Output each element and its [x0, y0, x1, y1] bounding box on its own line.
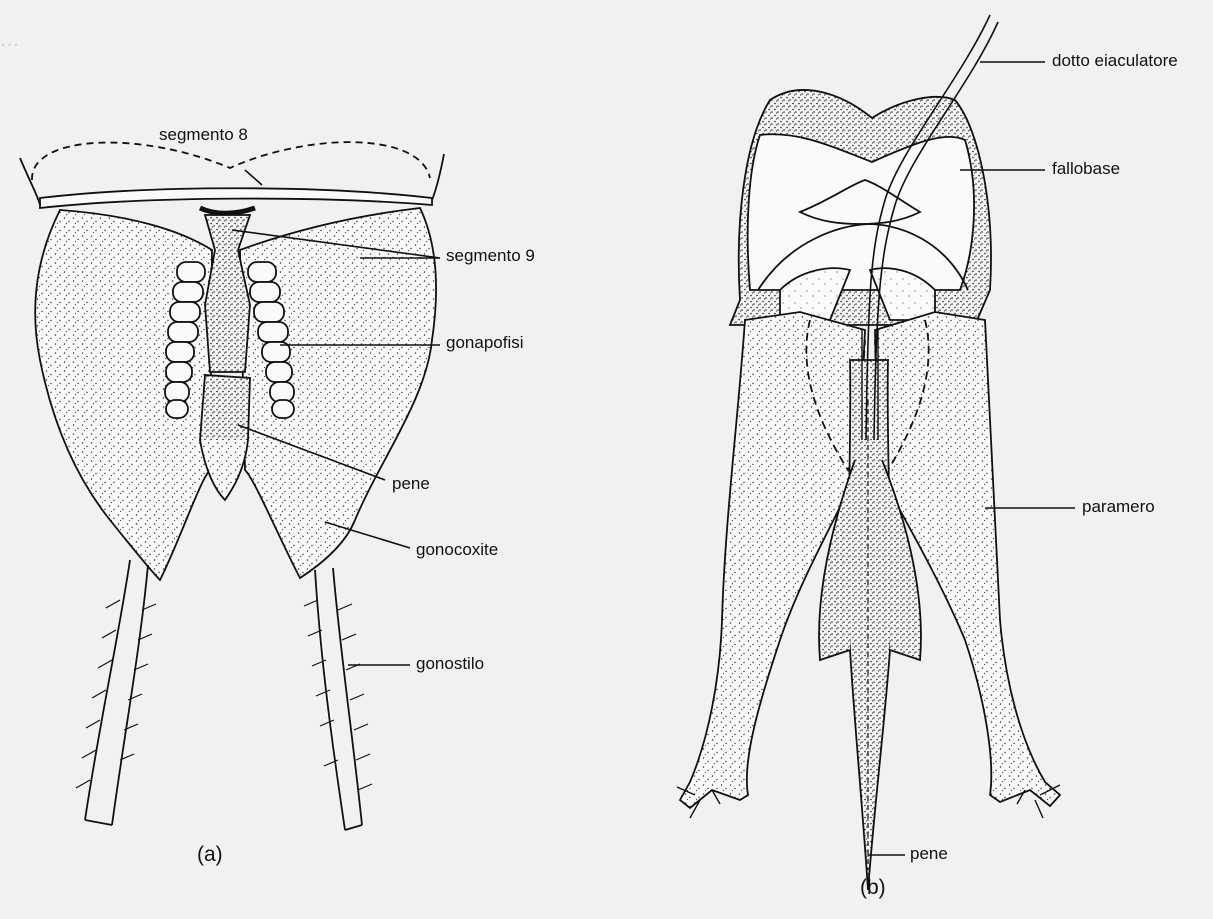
label-dotto-eiaculatore: dotto eiaculatore — [1050, 51, 1180, 71]
label-gonocoxite: gonocoxite — [414, 540, 500, 560]
gonostylus-left — [85, 560, 148, 825]
label-pene-b: pene — [908, 844, 950, 864]
label-pene-a: pene — [390, 474, 432, 494]
panel-a-drawing — [20, 142, 444, 830]
segment-8-band — [40, 188, 432, 208]
label-gonapofisi: gonapofisi — [444, 333, 526, 353]
segment-8-outline — [32, 142, 430, 180]
penis-a — [200, 375, 250, 448]
leader-segmento-8 — [245, 170, 262, 185]
label-gonostilo: gonostilo — [414, 654, 486, 674]
label-segmento-8: segmento 8 — [157, 125, 250, 145]
panel-label-a: (a) — [195, 843, 225, 867]
label-paramero: paramero — [1080, 497, 1157, 517]
penis-b — [848, 360, 891, 890]
label-fallobase: fallobase — [1050, 159, 1122, 179]
segment-9-plate — [205, 215, 250, 372]
panel-label-b: (b) — [858, 876, 888, 900]
gonostylus-right — [315, 568, 362, 830]
label-segmento-9: segmento 9 — [444, 246, 537, 266]
panel-b-drawing — [677, 15, 1075, 890]
